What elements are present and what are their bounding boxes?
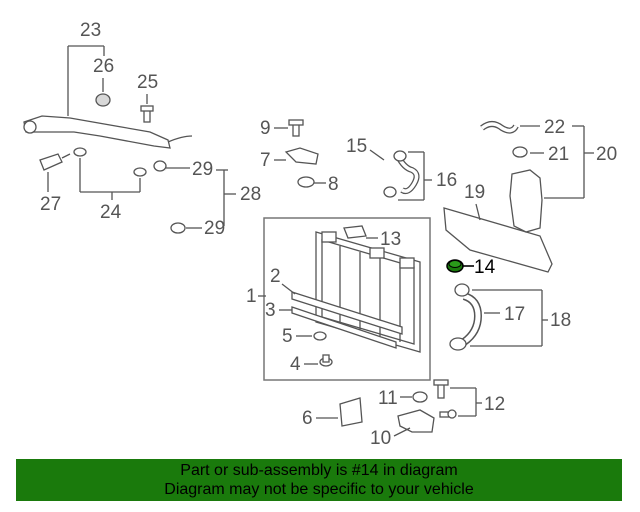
callout-5: 5 <box>282 326 293 347</box>
callout-2: 2 <box>270 266 281 287</box>
oring-24a-part[interactable] <box>73 147 87 157</box>
cap-21-part[interactable] <box>512 146 528 158</box>
water-pipe-part[interactable] <box>23 115 193 149</box>
radiator-seal-lower-part[interactable] <box>291 306 397 349</box>
callout-21: 21 <box>548 144 569 165</box>
cap-26-part[interactable] <box>95 93 111 107</box>
callout-24: 24 <box>100 202 122 223</box>
callout-26: 26 <box>93 56 114 77</box>
bracket-6-part[interactable] <box>339 397 363 427</box>
callout-13: 13 <box>380 229 401 250</box>
radiator-part[interactable] <box>315 231 421 353</box>
callout-9: 9 <box>260 118 271 139</box>
hose-17-part[interactable] <box>449 283 483 351</box>
cap-14-part[interactable] <box>446 259 464 273</box>
callout-19: 19 <box>464 182 485 203</box>
bolt-25-part[interactable] <box>140 105 154 123</box>
bolt-9-part[interactable] <box>288 119 304 137</box>
clamp-29b-part[interactable] <box>170 222 186 234</box>
clamp-29a-part[interactable] <box>153 160 167 172</box>
callout-8: 8 <box>328 174 339 195</box>
callout-3: 3 <box>265 300 276 321</box>
label-13-part[interactable] <box>343 225 367 239</box>
callout-16: 16 <box>436 170 457 191</box>
reservoir-bracket-19-part[interactable] <box>443 207 553 273</box>
grommet-8-part[interactable] <box>297 176 315 188</box>
radiator-seal-upper-part[interactable] <box>291 291 403 335</box>
bolt-12b-part[interactable] <box>439 409 457 419</box>
hose-16-part[interactable] <box>383 150 420 198</box>
bracket-10-part[interactable] <box>397 409 435 433</box>
callout-4: 4 <box>290 354 301 375</box>
callout-18: 18 <box>550 310 571 331</box>
callout-29-upper: 29 <box>192 159 213 180</box>
oring-24b-part[interactable] <box>133 167 147 177</box>
callout-10: 10 <box>370 428 391 449</box>
callout-12: 12 <box>484 394 505 415</box>
bolt-4-part[interactable] <box>319 354 333 367</box>
sensor-27-part[interactable] <box>39 153 71 171</box>
callout-7: 7 <box>260 150 271 171</box>
banner-line-1: Part or sub-assembly is #14 in diagram <box>180 462 458 479</box>
clip-5-part[interactable] <box>313 331 327 341</box>
callout-22: 22 <box>544 117 565 138</box>
cap-11-part[interactable] <box>412 391 428 403</box>
callout-17: 17 <box>504 304 525 325</box>
banner-line-2: Diagram may not be specific to your vehi… <box>164 481 474 498</box>
callout-15: 15 <box>346 136 367 157</box>
bracket-7-part[interactable] <box>284 147 319 165</box>
callout-1: 1 <box>246 286 257 307</box>
callout-11: 11 <box>378 388 398 409</box>
hose-22-part[interactable] <box>480 121 519 134</box>
bolt-12a-part[interactable] <box>433 379 449 399</box>
callout-25: 25 <box>137 72 158 93</box>
fitment-notice-banner: Part or sub-assembly is #14 in diagram D… <box>16 459 622 501</box>
callout-14: 14 <box>474 257 496 278</box>
callout-23: 23 <box>80 20 101 41</box>
hose-28-part[interactable] <box>164 169 181 225</box>
radiator-group-frame <box>263 217 431 381</box>
callout-20: 20 <box>596 144 617 165</box>
callout-29-lower: 29 <box>204 218 225 239</box>
callout-6: 6 <box>302 408 313 429</box>
callout-27: 27 <box>40 194 61 215</box>
callout-28: 28 <box>240 184 261 205</box>
reservoir-20-part[interactable] <box>509 169 543 233</box>
